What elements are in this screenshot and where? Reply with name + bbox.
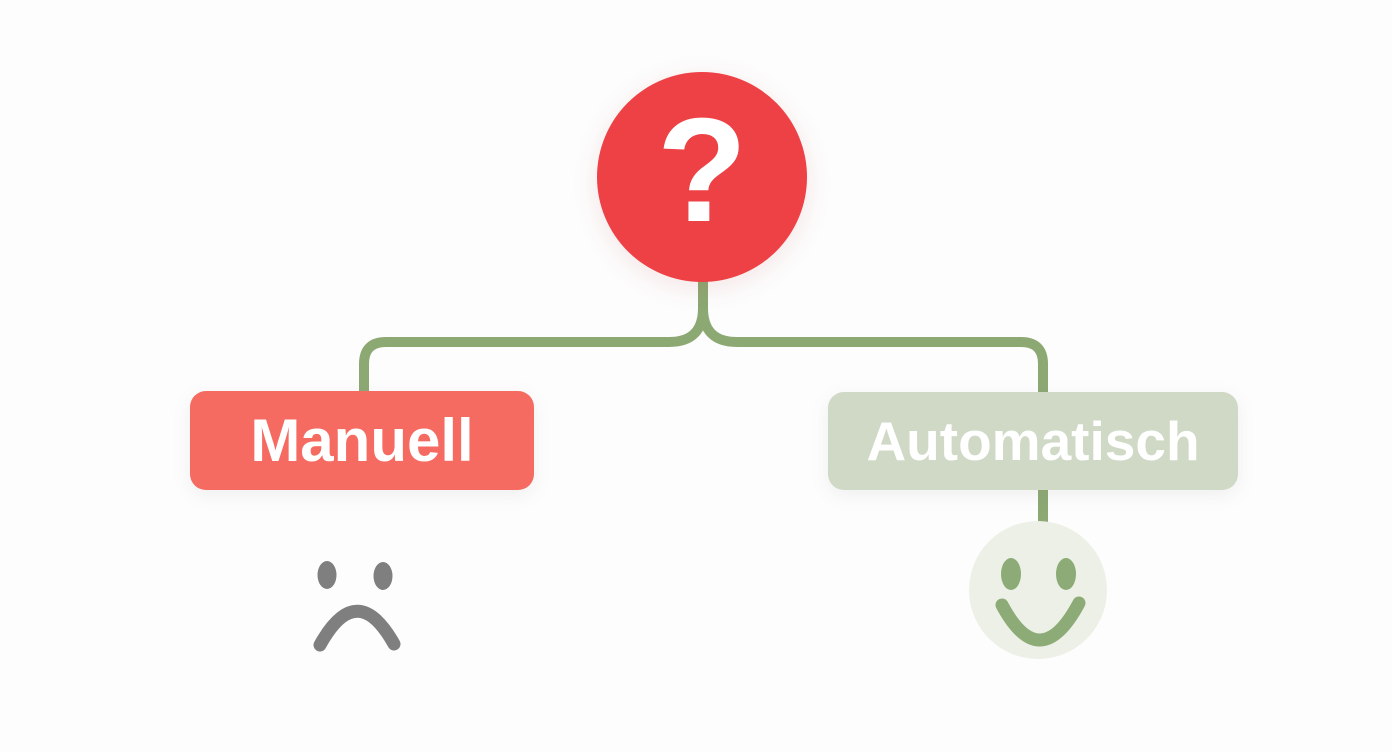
happy-face-icon [969,521,1107,659]
sad-face-icon [313,561,401,652]
manual-branch-label: Manuell [250,406,474,474]
root-question-node: ? [597,72,807,282]
auto-branch-box: Automatisch [828,392,1238,490]
auto-branch-label: Automatisch [866,409,1200,472]
manual-branch-box: Manuell [190,391,534,490]
question-mark: ? [656,88,748,253]
connector-right-branch [698,272,1048,530]
connector-left-branch [359,272,708,396]
